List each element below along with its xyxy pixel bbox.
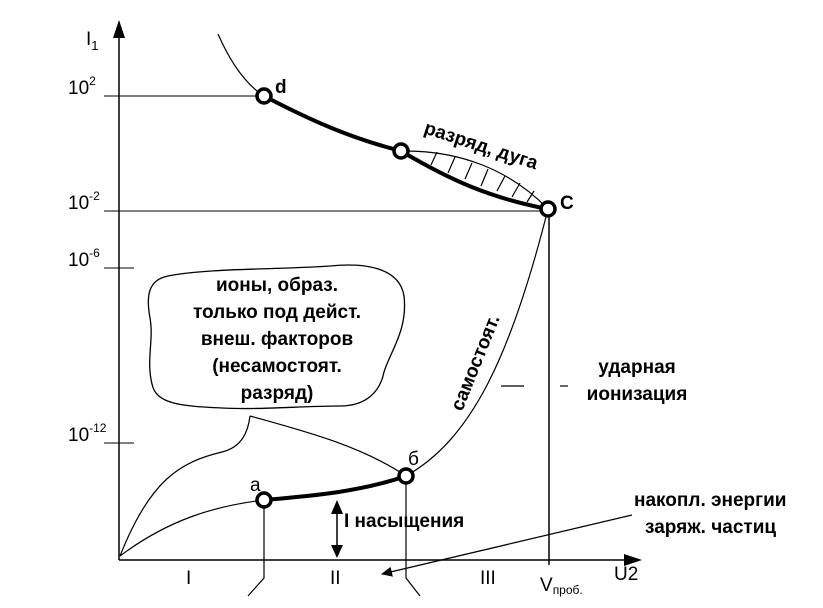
y-tick-1e-6: 10-6	[68, 246, 134, 271]
region-3-label: III	[480, 568, 496, 589]
point-a-marker	[255, 491, 273, 509]
curve-saturation	[263, 474, 407, 502]
cloud-line-3: внеш. факторов	[201, 329, 353, 350]
point-c-marker	[539, 200, 557, 218]
saturation-arrow-bottom	[331, 545, 343, 558]
curve-cloud-to-b	[249, 415, 407, 477]
svg-text:10-12: 10-12	[68, 421, 107, 446]
arc-hatch-marks	[430, 151, 535, 203]
y-tick-1e2: 102	[68, 74, 134, 99]
point-c-label: C	[560, 193, 574, 214]
svg-text:102: 102	[68, 74, 96, 99]
y-axis-arrow	[113, 20, 125, 38]
svg-text:10-2: 10-2	[68, 189, 100, 214]
divider-a	[247, 500, 265, 597]
v-breakdown-label: Vпроб.	[540, 575, 583, 597]
cloud-shape	[147, 264, 406, 410]
point-d-label: d	[275, 77, 287, 98]
cloud-line-1: ионы, образ.	[216, 275, 338, 296]
region-1-label: I	[186, 568, 191, 589]
curve-upper-initial	[119, 415, 251, 557]
point-b-marker	[397, 467, 415, 485]
cloud-line-4: (несамостоят.	[212, 356, 342, 377]
curve-lower-initial	[119, 499, 265, 557]
y-tick-1e-12: 10-12	[68, 421, 134, 446]
cloud-line-5: разряд)	[241, 383, 314, 404]
svg-text:10-6: 10-6	[68, 246, 100, 271]
self-sustained-label: самостоят.	[447, 312, 504, 414]
point-mid-marker	[392, 142, 410, 160]
saturation-arrow-top	[331, 500, 343, 514]
point-a-label: а	[250, 475, 261, 496]
arc-hatch-curve	[400, 150, 549, 210]
arc-label: разряд, дуга	[421, 118, 540, 175]
cloud-line-2: только под дейст.	[193, 302, 361, 323]
x-axis-label: U2	[614, 564, 638, 585]
curve-self-sustained	[405, 208, 549, 477]
energy-label-line2: заряж. частиц	[645, 517, 776, 538]
impact-ionization-line2: ионизация	[587, 384, 688, 405]
x-axis-arrow	[624, 554, 642, 566]
point-b-label: б	[408, 449, 419, 470]
divider-b	[405, 476, 421, 597]
y-tick-1e-2: 10-2	[68, 189, 134, 214]
y-axis-label: I1	[86, 29, 99, 53]
energy-label-line1: накопл. энергии	[634, 490, 786, 511]
saturation-label: I насыщения	[344, 511, 464, 532]
curve-mid-to-c	[399, 149, 549, 211]
region-2-label: II	[330, 568, 341, 589]
curve-upper-entry	[217, 33, 266, 98]
curve-d-to-mid	[263, 94, 402, 153]
point-d-marker	[255, 87, 273, 105]
cloud-text: ионы, образ. только под дейст. внеш. фак…	[193, 275, 361, 404]
energy-arrow	[381, 514, 633, 577]
impact-ionization-line1: ударная	[598, 357, 675, 378]
